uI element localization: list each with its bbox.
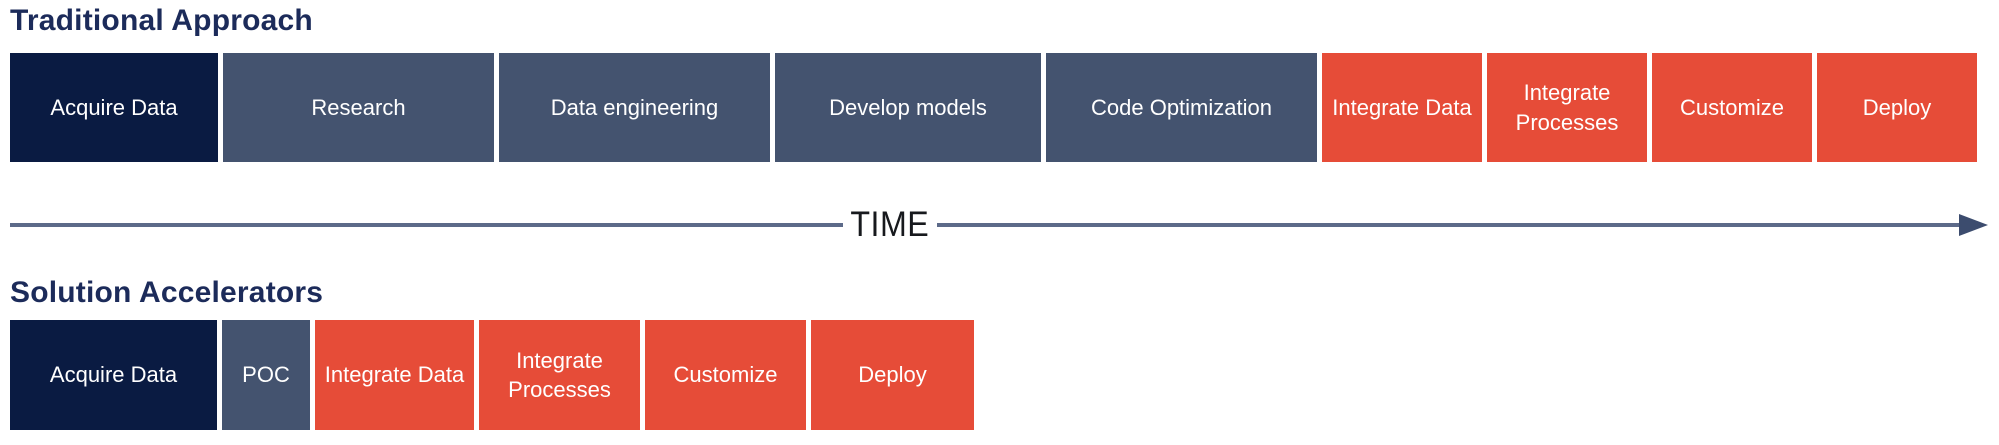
time-axis-label: TIME [850, 204, 930, 244]
process-block-acquire-data: Acquire Data [10, 320, 217, 430]
process-block-acquire-data: Acquire Data [10, 53, 218, 162]
process-block-integrate-data: Integrate Data [1322, 53, 1482, 162]
time-axis: TIME [10, 205, 1988, 244]
process-block-integrate-processes: Integrate Processes [479, 320, 640, 430]
process-block-deploy: Deploy [811, 320, 974, 430]
process-block-customize: Customize [1652, 53, 1812, 162]
time-axis-line-right [936, 222, 1959, 227]
process-block-data-engineering: Data engineering [499, 53, 770, 162]
process-block-poc: POC [222, 320, 310, 430]
process-block-customize: Customize [645, 320, 806, 430]
process-block-integrate-data: Integrate Data [315, 320, 474, 430]
solution-accelerators-title: Solution Accelerators [10, 276, 324, 309]
process-block-integrate-processes: Integrate Processes [1487, 53, 1647, 162]
process-block-research: Research [223, 53, 494, 162]
process-block-code-optimization: Code Optimization [1046, 53, 1317, 162]
process-block-deploy: Deploy [1817, 53, 1977, 162]
arrow-right-icon [1959, 213, 1988, 236]
process-block-develop-models: Develop models [775, 53, 1041, 162]
time-axis-line-left [10, 222, 843, 227]
traditional-approach-title: Traditional Approach [10, 4, 313, 37]
